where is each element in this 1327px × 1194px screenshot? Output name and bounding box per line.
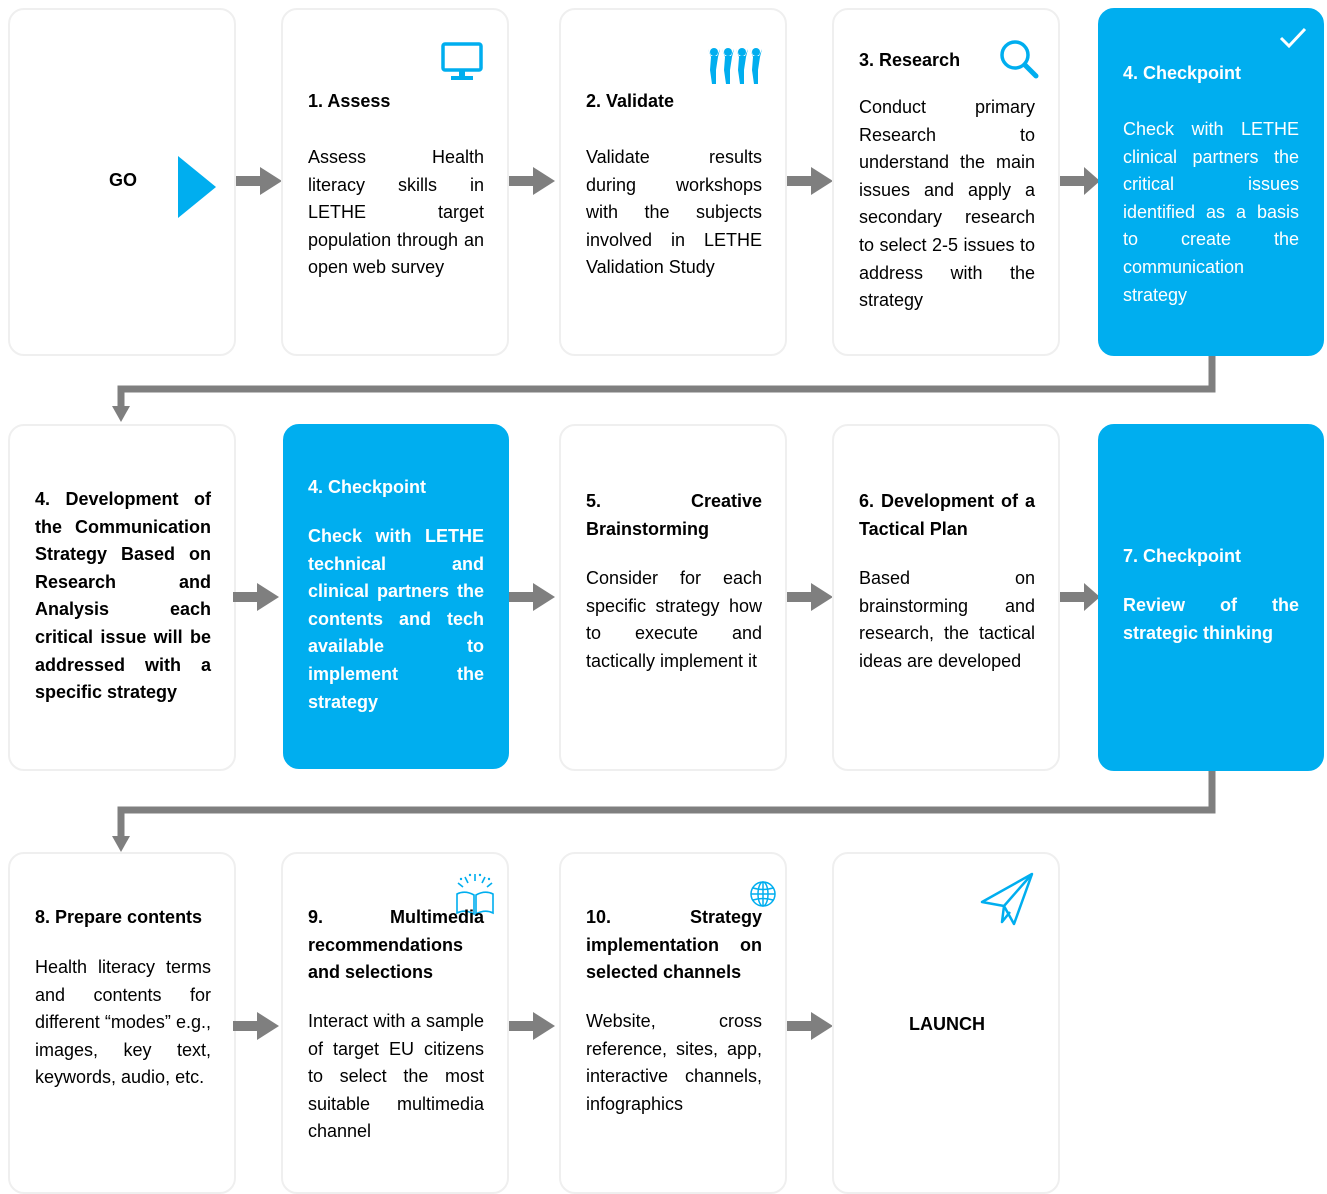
checkpoint7-body: Review of the strategic thinking [1123,595,1299,643]
flow-arrow [509,167,557,195]
development-title: 4. Development of the Communication Stra… [35,489,211,703]
flow-arrow [787,583,835,611]
checkpoint7-title: 7. Checkpoint [1123,546,1242,566]
prepare-contents-title: 8. Prepare contents [35,907,203,927]
multimedia-title: 9. Multimedia recommendations and select… [308,907,484,983]
implementation-title: 10. Strategy implementation on selected … [586,907,762,983]
launch-card: LAUNCH [832,852,1060,1194]
checkpoint-tech-card: 4. Checkpoint Check with LETHE technical… [283,424,509,769]
prepare-contents-body: Health literacy terms and contents for d… [35,957,211,1088]
flow-arrow [236,167,284,195]
flow-arrow [1060,583,1108,611]
research-card: 3. Research Conduct primary Research to … [832,8,1060,356]
flow-arrow [233,1012,281,1040]
monitor-icon [441,42,483,82]
tactical-plan-card: 6. Development of a Tactical Plan Based … [832,424,1060,771]
flow-arrow [509,583,557,611]
globe-icon [749,880,777,908]
paper-plane-icon [978,870,1036,928]
flow-arrow [509,1012,557,1040]
validate-card: 2. Validate Validate results during work… [559,8,787,356]
checkpoint7-card: 7. Checkpoint Review of the strategic th… [1098,424,1324,771]
assess-card: 1. Assess Assess Health literacy skills … [281,8,509,356]
implementation-body: Website, cross reference, sites, app, in… [586,1011,762,1114]
research-title: 3. Research [859,50,961,70]
go-card: GO [8,8,236,356]
tactical-plan-title: 6. Development of a Tactical Plan [859,491,1035,539]
prepare-contents-card: 8. Prepare contents Health literacy term… [8,852,236,1194]
validate-body: Validate results during workshops with t… [586,147,762,278]
checkpoint-card: 4. Checkpoint Check with LETHE clinical … [1098,8,1324,356]
validate-title: 2. Validate [586,91,675,111]
go-label: GO [108,170,137,190]
flow-arrow [787,167,835,195]
launch-label: LAUNCH [909,1014,985,1034]
checkpoint-body: Check with LETHE clinical partners the c… [1123,119,1299,305]
implementation-card: 10. Strategy implementation on selected … [559,852,787,1194]
checkpoint-title: 4. Checkpoint [1123,63,1242,83]
flow-arrow [1060,167,1108,195]
checkmark-icon [1278,26,1308,50]
checkpoint-tech-body: Check with LETHE technical and clinical … [308,526,484,712]
checkpoint-tech-title: 4. Checkpoint [308,477,427,497]
open-book-icon [453,872,497,916]
multimedia-card: 9. Multimedia recommendations and select… [281,852,509,1194]
brainstorming-title: 5. Creative Brainstorming [586,491,762,539]
multimedia-body: Interact with a sample of target EU citi… [308,1011,484,1142]
research-body: Conduct primary Research to understand t… [859,97,1035,311]
flow-arrow [787,1012,835,1040]
play-triangle-icon [178,156,218,218]
brainstorming-body: Consider for each specific strategy how … [586,568,762,671]
flow-arrow [233,583,281,611]
people-group-icon [707,46,763,86]
tactical-plan-body: Based on brainstorming and research, the… [859,568,1035,671]
assess-body: Assess Health literacy skills in LETHE t… [308,147,484,278]
assess-title: 1. Assess [308,91,391,111]
brainstorming-card: 5. Creative Brainstorming Consider for e… [559,424,787,771]
magnifier-icon [998,38,1040,80]
development-card: 4. Development of the Communication Stra… [8,424,236,771]
